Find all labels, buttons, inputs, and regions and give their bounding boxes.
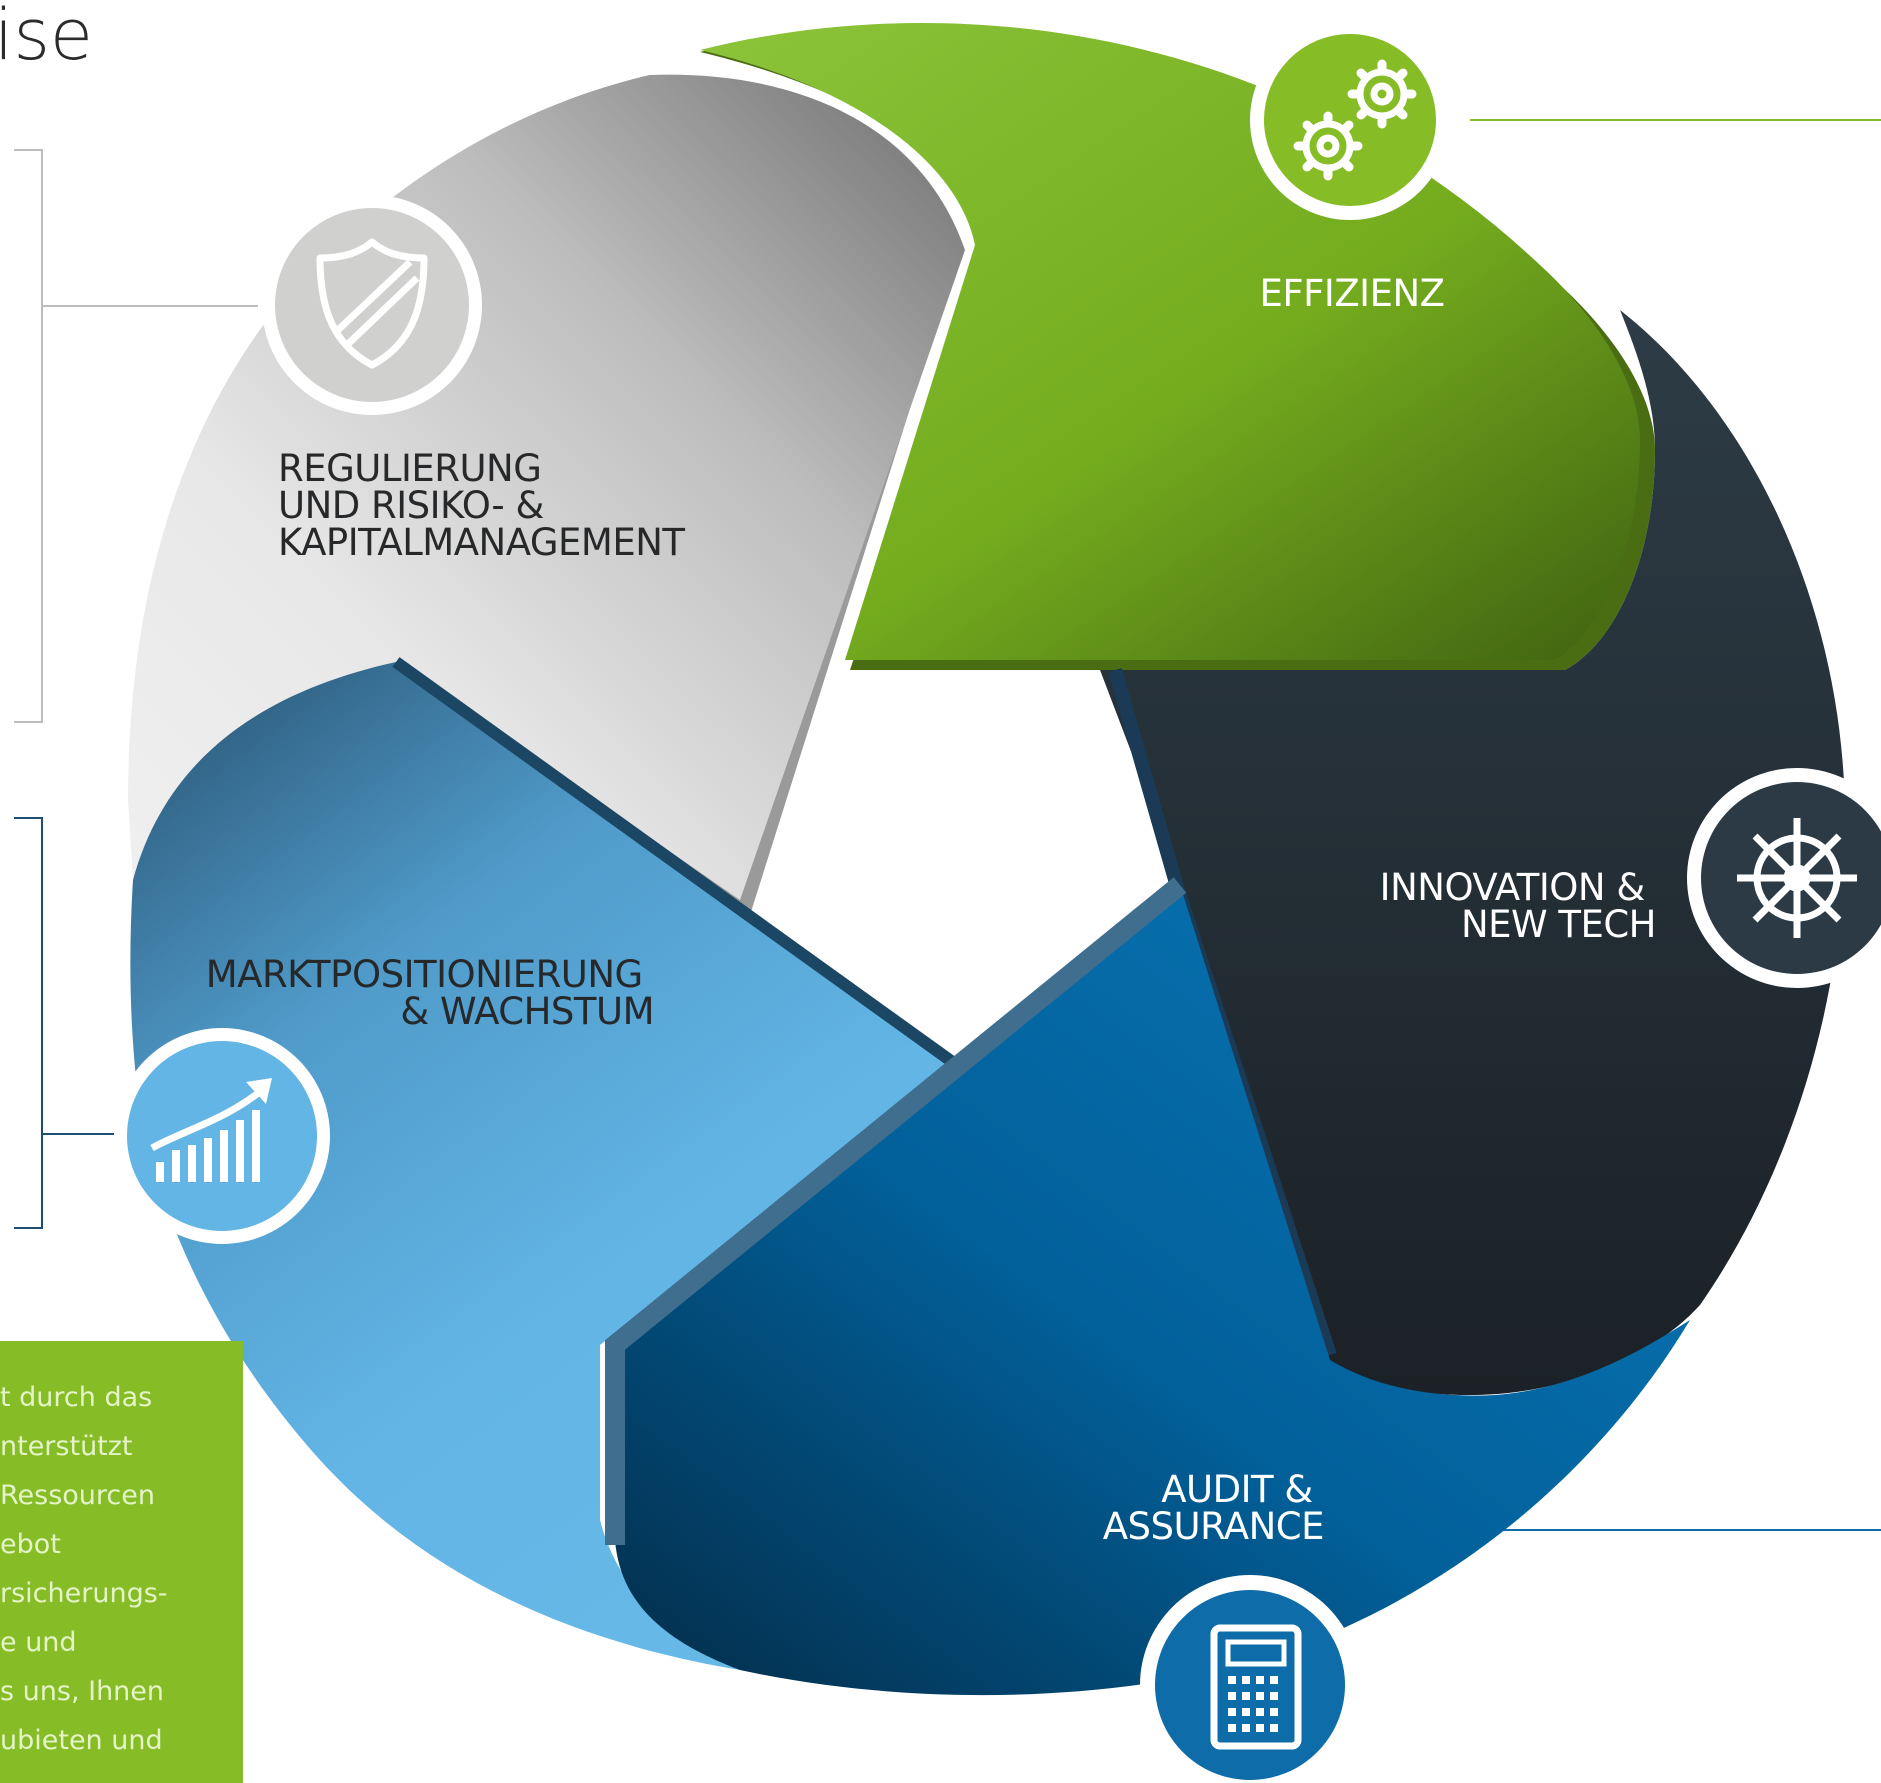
gears-icon (1293, 59, 1417, 181)
note-line: ebot (0, 1529, 61, 1560)
note-line: nterstützt (0, 1431, 133, 1462)
icon-badge-effizienz (1250, 20, 1450, 220)
icon-badge-audit (1140, 1575, 1360, 1783)
page-heading: ise (0, 0, 93, 76)
label-effizienz: EFFIZIENZ (1259, 272, 1444, 315)
note-line: en. (0, 1765, 243, 1783)
grey-bracket (14, 149, 258, 723)
icon-badge-markt (114, 1028, 330, 1244)
segment-markt (130, 657, 962, 1670)
label-regulierung: REGULIERUNG UND RISIKO- & KAPITALMANAGEM… (278, 447, 685, 564)
blue-bracket (14, 817, 116, 1229)
note-line: s uns, Ihnen (0, 1676, 165, 1707)
segment-audit (605, 877, 1690, 1696)
calculator-icon (1210, 1624, 1302, 1750)
label-innovation: INNOVATION & NEW TECH (1380, 866, 1656, 946)
note-line: Ressourcen (0, 1480, 155, 1511)
shield-icon (316, 238, 428, 369)
icon-badge-regulierung (262, 195, 482, 415)
ship-wheel-icon (1737, 818, 1857, 938)
note-line: ubieten und (0, 1725, 163, 1756)
note-line: t durch das (0, 1382, 153, 1413)
label-markt: MARKTPOSITIONIERUNG & WACHSTUM (206, 953, 654, 1033)
label-audit: AUDIT & ASSURANCE (1103, 1468, 1324, 1548)
note-line: e und (0, 1627, 77, 1658)
growth-chart-icon (150, 1078, 272, 1182)
icon-badge-innovation (1687, 768, 1881, 988)
note-line: rsicherungs- (0, 1578, 168, 1609)
